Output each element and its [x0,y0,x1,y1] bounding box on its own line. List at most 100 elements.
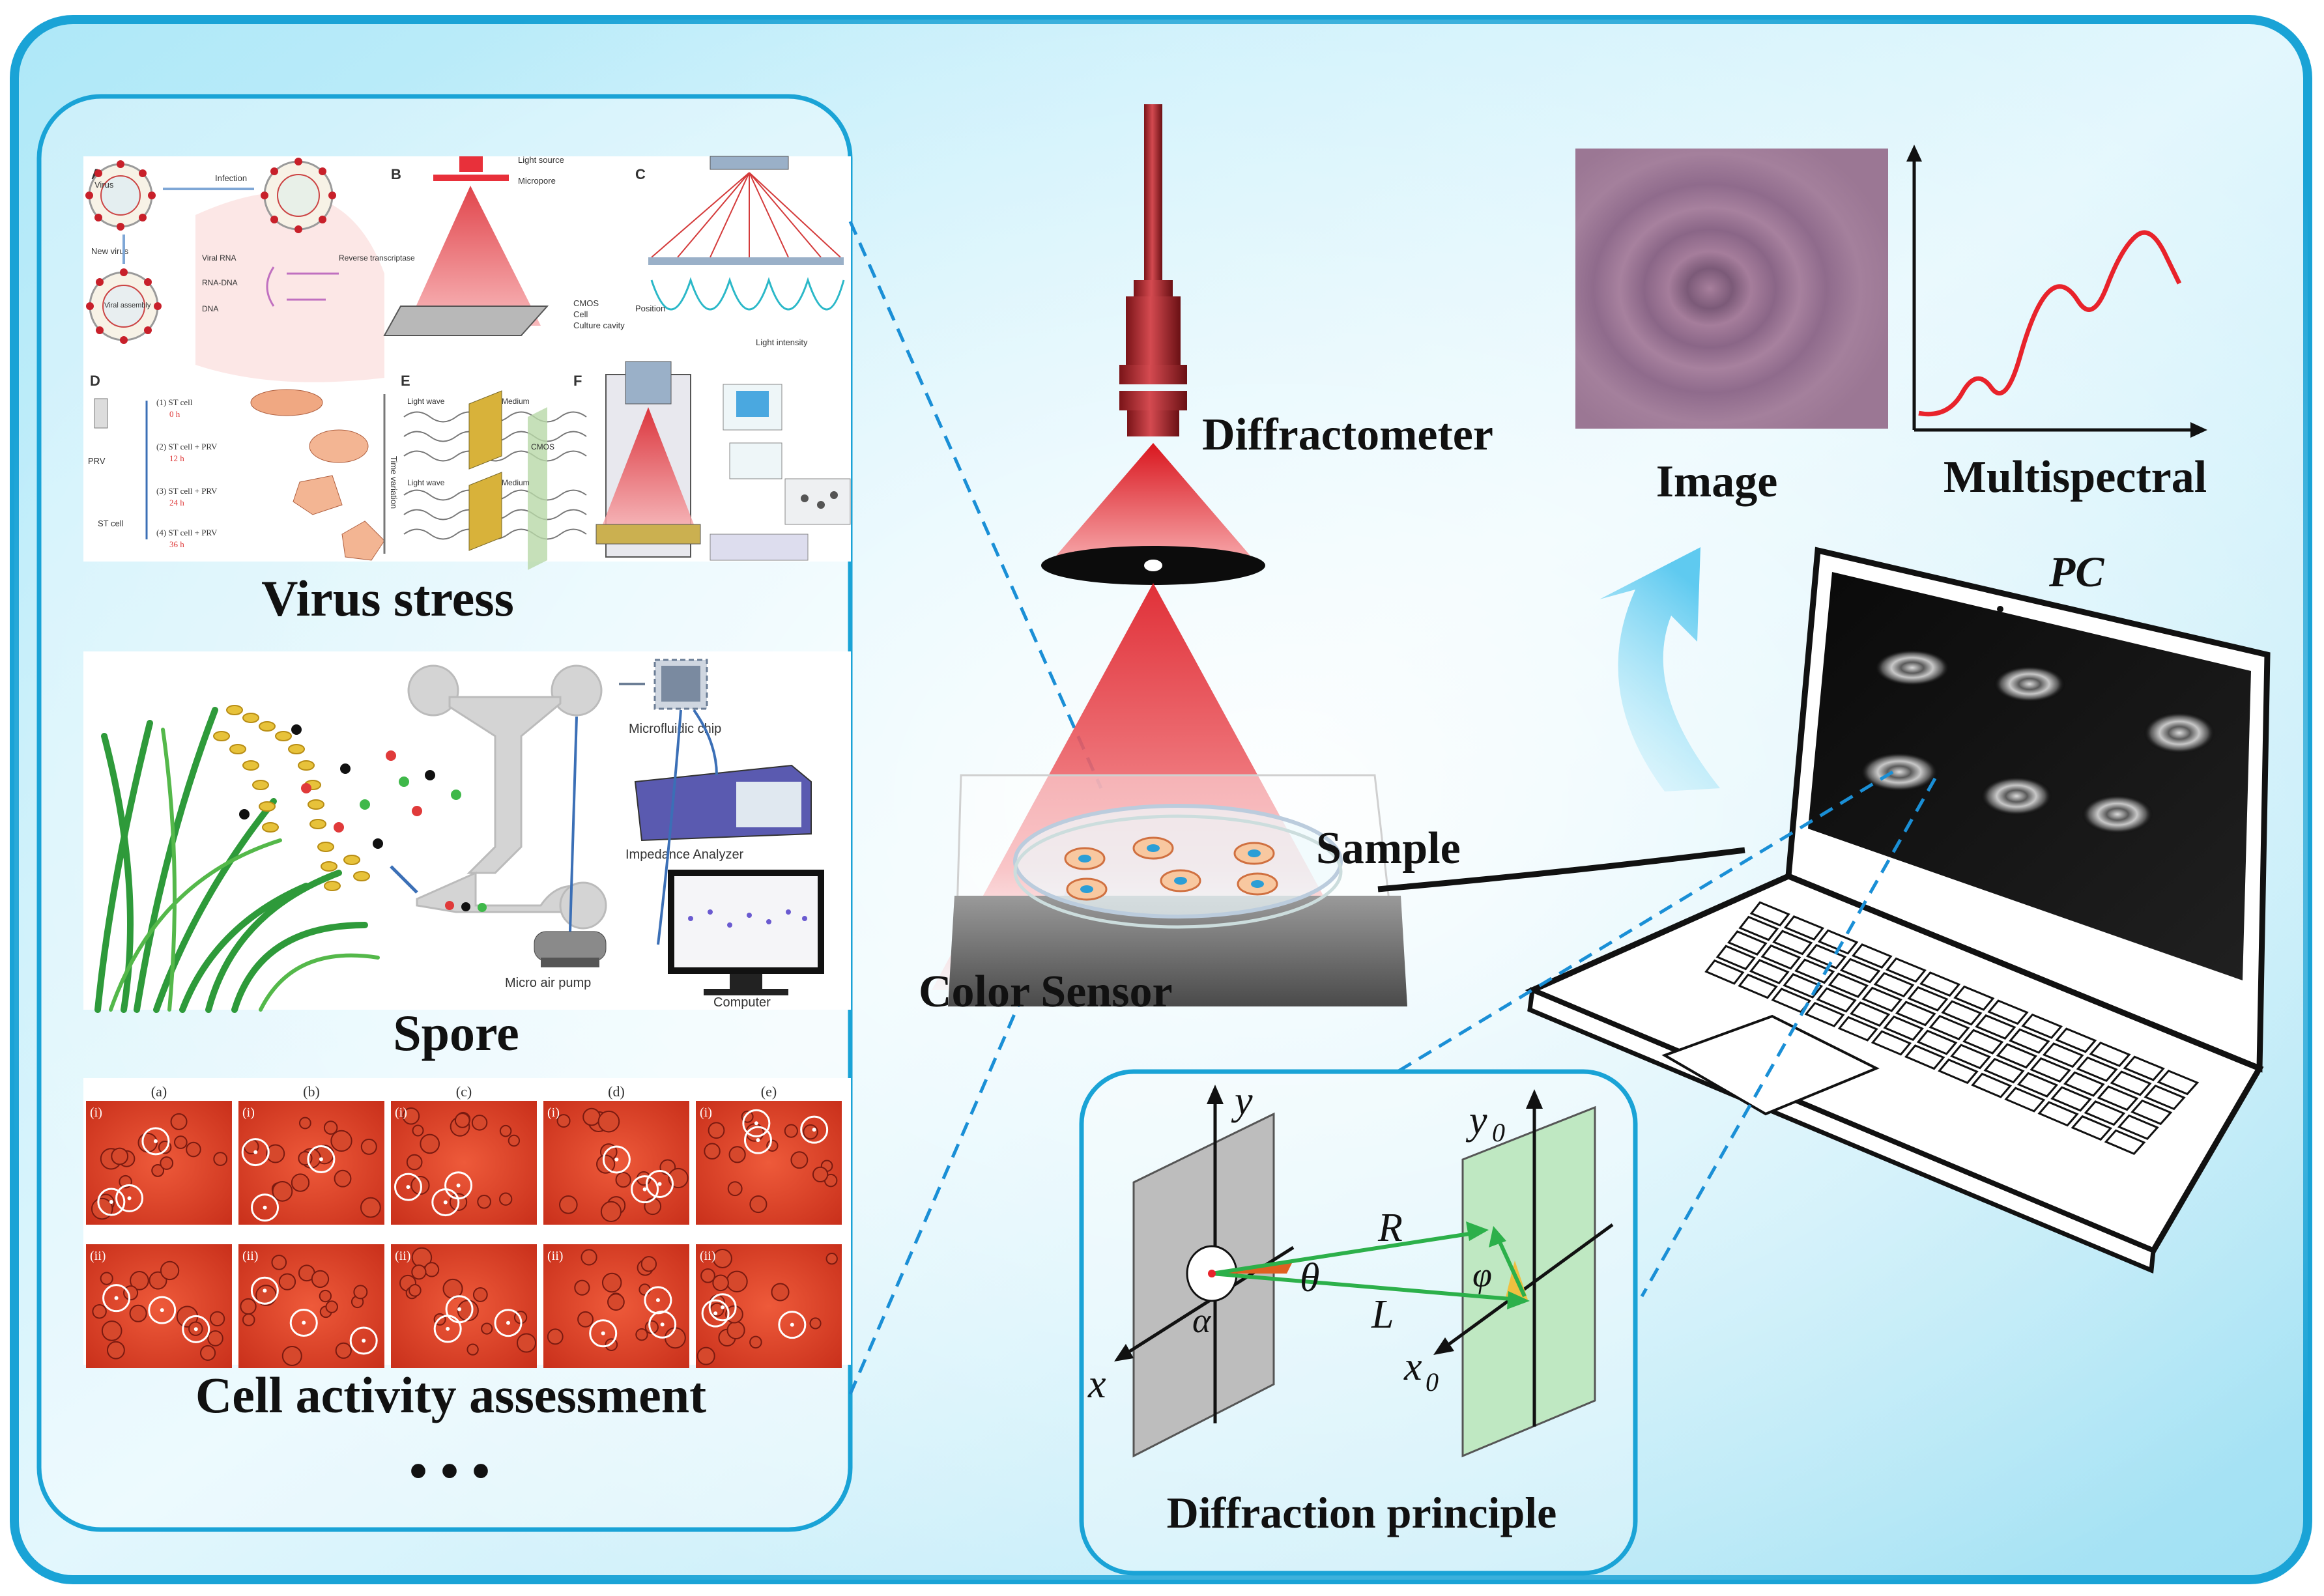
alpha-symbol: α [1192,1301,1212,1340]
cell-row-label: (i) [547,1105,560,1120]
keyboard-key [2097,1085,2139,1111]
keyboard-key [1715,945,1757,971]
keyboard-key [1895,1001,1936,1027]
cell-blob [615,1171,631,1188]
cell-blob [106,1341,125,1360]
cell-row-label: (i) [242,1105,255,1120]
keyboard-key [1907,986,1949,1012]
svg-text:Cell: Cell [573,309,588,319]
keyboard-key [2104,1129,2146,1155]
cell-marker-circle [589,1319,618,1348]
cell-blob [311,1270,330,1289]
cell-blob [137,1132,158,1153]
cell-blob [601,1272,622,1293]
l-symbol: L [1371,1292,1394,1337]
svg-text:CMOS: CMOS [531,442,554,451]
cell-marker-circle [97,1188,126,1216]
cell-blob [454,1113,470,1128]
svg-text:Time variation: Time variation [389,456,399,509]
cell-marker-circle [631,1175,659,1204]
svg-text:Micropore: Micropore [518,176,556,186]
svg-text:ST cell: ST cell [98,519,124,528]
keyboard-key [1929,1014,1970,1041]
cell-blob [600,1201,622,1222]
svg-text:Virus: Virus [94,180,114,190]
cell-marker-circle [349,1326,378,1355]
y0-axis-symbol: y [1465,1098,1487,1143]
svg-text:New virus: New virus [91,246,129,256]
svg-text:(4) ST cell + PRV: (4) ST cell + PRV [156,528,218,537]
cell-column-label: (e) [761,1083,777,1100]
cell-marker-circle [141,1127,170,1156]
keyboard-key [2110,1070,2152,1096]
cell-blob [242,1313,255,1326]
cell-marker-circle [433,1315,462,1343]
keyboard-key [2071,1115,2113,1141]
cell-blob [516,1333,536,1353]
svg-text:E: E [401,373,410,389]
cell-marker-circle [494,1309,523,1337]
cell-blob [271,1255,287,1270]
keyboard-key [2009,1028,2050,1054]
keyboard-key [1794,958,1835,984]
keyboard-key [2016,1072,2059,1098]
keyboard-key [1783,973,1824,999]
cell-blob [712,1274,729,1292]
spectrum-line [1918,230,2182,417]
keyboard-key [1871,1030,1912,1056]
r-symbol: R [1377,1206,1403,1250]
keyboard-key [1817,929,1859,955]
cell-blob [360,1197,381,1218]
screen-spot-5 [1981,777,2052,816]
cell-blob [207,1330,223,1347]
spore-figure: Microfluidic chip Impedance Analyzer Com… [83,651,851,1013]
cell-blob [481,1322,493,1335]
cell-blob [160,1156,174,1170]
panel-f-device: F [573,361,851,561]
cell-blob [766,1139,779,1152]
screen-spot-3 [2144,712,2215,754]
cell-blob [101,1320,122,1341]
multispectral-label: Multispectral [1944,452,2207,502]
cell-blob [298,1117,311,1130]
cell-blob [151,1163,165,1177]
keyboard-key [2037,1101,2079,1127]
keyboard-key [1904,1044,1945,1070]
keyboard-key [1883,1015,1924,1041]
cell-blob [160,1261,180,1281]
y0-subscript: 0 [1492,1118,1505,1147]
keyboard-key [1749,959,1790,985]
svg-text:D: D [90,373,100,389]
cell-blob [240,1298,257,1315]
cell-blob [790,1151,809,1169]
cell-blob [360,1138,377,1155]
virus-stress-label: Virus stress [261,570,514,627]
ellipsis: • • • [409,1443,490,1500]
sensor-cable [1377,847,1745,892]
cell-marker-circle [394,1173,422,1201]
keyboard-key [2130,1099,2173,1126]
svg-text:B: B [391,166,401,182]
keyboard-key [2076,1056,2118,1082]
sample-stage [948,774,1407,1006]
keyboard-key [1727,930,1768,956]
screen-spot-2 [1994,666,2065,702]
cell-blob [803,1124,818,1140]
cell-blob [577,1311,594,1328]
connector-principle-left [1396,770,1894,1074]
svg-text:Reverse transcriptase: Reverse transcriptase [339,253,415,263]
keyboard-key [2050,1086,2092,1112]
svg-text:DNA: DNA [202,304,218,313]
spore-label: Spore [393,1005,519,1061]
cell-row-label: (i) [700,1105,712,1120]
svg-text:0 h: 0 h [169,409,180,419]
cell-blob [635,1328,648,1341]
cell-row-label: (ii) [547,1249,563,1263]
keyboard-key [2084,1100,2126,1126]
keyboard-key [2030,1057,2071,1083]
panel-a-virus-cycle: A Virus Infection New virus Viral RNA Re… [85,158,415,382]
svg-text:(1) ST cell: (1) ST cell [156,397,193,407]
keyboard-key [1771,988,1812,1014]
cell-blob [330,1130,352,1152]
